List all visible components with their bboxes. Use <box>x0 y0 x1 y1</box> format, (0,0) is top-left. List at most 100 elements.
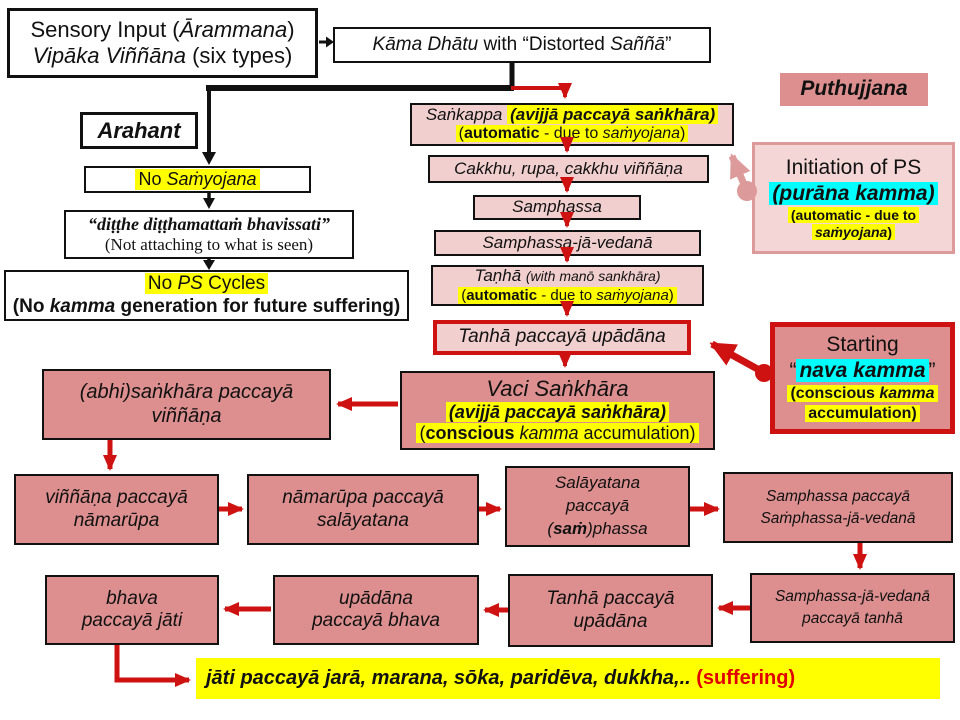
no-ps-l2a: (No <box>12 295 50 317</box>
salbox-l3a: ( <box>547 518 554 538</box>
kama-dhatu-box: Kāma Dhātu with “Distorted Saññā” <box>333 27 711 63</box>
vaci-l3b: conscious <box>425 423 515 444</box>
starting-l4: accumulation) <box>805 405 920 423</box>
arrow-to-no-ps-head <box>203 260 215 270</box>
sankappa-l2c: - due to <box>539 125 603 143</box>
salbox-l3c: )phassa <box>587 518 648 538</box>
tanha-l2b: automatic <box>466 287 538 305</box>
kama-a: Kāma Dhātu <box>372 33 479 55</box>
vpn-l1: viññāṇa paccayā <box>45 487 188 509</box>
sjvpt-l2: paccayā tanhā <box>802 610 903 627</box>
puthujjana-badge: Puthujjana <box>780 73 928 106</box>
sensory-l1b: Ārammana <box>179 17 288 43</box>
salayatana-paccaya-phassa-box: Salāyatana paccayā (saṁ)phassa <box>505 466 690 547</box>
starting-l3a: (conscious <box>790 385 880 403</box>
no-ps-l1a: No <box>147 273 178 295</box>
suffering-red-text: (suffering) <box>696 666 796 689</box>
namarupa-paccaya-salayatana-box: nāmarūpa paccayā salāyatana <box>247 474 479 545</box>
starting-l3b: kamma <box>879 385 935 403</box>
bpj-l1: bhava <box>106 587 158 609</box>
upb-l1: upādāna <box>339 587 413 609</box>
sankappa-l2a: ( <box>458 125 464 143</box>
sensory-l2a: Vipāka Viññāna <box>32 43 193 68</box>
initiation-l4a: saṁyojana <box>814 223 888 240</box>
sensory-l1c: ) <box>287 17 295 43</box>
spv-l2: Saṁphassa-jā-vedanā <box>760 509 916 527</box>
ditthe-quote-box: “diṭṭhe diṭṭhamattaṁ bhavissati” (Not at… <box>64 210 354 259</box>
abhi-l1: (abhi)saṅkhāra paccayā <box>79 380 294 403</box>
no-ps-l2c: generation for future suffering) <box>115 295 401 317</box>
arrow-kama-to-sankappa <box>511 83 572 99</box>
tanha-l2a: ( <box>461 287 467 305</box>
vaci-l3d: kamma <box>519 423 579 444</box>
no-samyojana-box: No Saṁyojana <box>84 166 311 193</box>
initiation-of-ps-box: Initiation of PS (purāna kamma) (automat… <box>752 142 955 254</box>
tanha-l2c: - due to <box>537 287 597 305</box>
starting-l2a: “ <box>789 359 797 382</box>
no-samyojana-b: Saṁyojana <box>166 168 257 189</box>
starting-l1: Starting <box>826 332 899 356</box>
vaci-l3a: ( <box>419 423 426 444</box>
tanha-paccaya-upadana-highlight-box: Tanhā paccayā upādāna <box>433 320 691 355</box>
abhisankhara-paccaya-vinnana-box: (abhi)saṅkhāra paccayā viññāṇa <box>42 369 331 440</box>
tanha-paccaya-upadana-label: Tanhā paccayā upādāna <box>458 326 666 348</box>
samphassa-ja-vedana-box: Samphassa-jā-vedanā <box>434 230 701 256</box>
bhava-paccaya-jati-box: bhava paccayā jāti <box>45 575 219 645</box>
vaci-l1: Vaci Saṅkhāra <box>486 376 629 402</box>
bpj-l2: paccayā jāti <box>81 610 183 631</box>
arahant-label: Arahant <box>97 117 181 143</box>
upb-l2: paccayā bhava <box>312 610 440 631</box>
nps2-l1: nāmarūpa paccayā <box>282 487 444 509</box>
abhi-l2: viññāṇa <box>151 404 222 427</box>
arrow-jati-to-suffering <box>114 645 191 687</box>
no-ps-l1c: Cycles <box>202 273 266 295</box>
tpu2-l1: Tanhā paccayā <box>546 588 675 610</box>
ditthe-l1: “diṭṭhe diṭṭhamattaṁ bhavissati” <box>87 213 331 234</box>
arrow-starting-to-upadana <box>709 340 765 376</box>
tanha-box: Taṇhā (with manō sankhāra) (automatic - … <box>431 265 704 306</box>
sensory-l1a: Sensory Input ( <box>30 17 180 43</box>
sensory-l2b: (six types) <box>192 43 293 68</box>
initiation-l1: Initiation of PS <box>785 156 922 180</box>
cakkhu-box: Cakkhu, rupa, cakkhu viññāṇa <box>428 155 709 183</box>
tanha-l2d: saṁyojana <box>596 287 669 305</box>
vaci-l2: (avijjā paccayā saṅkhāra) <box>445 402 670 423</box>
tanha-l1a: Taṇhā <box>474 266 526 286</box>
cakkhu-label: Cakkhu, rupa, cakkhu viññāṇa <box>454 158 683 178</box>
no-samyojana-a: No <box>138 168 167 189</box>
arrow-to-no-samyojana-head <box>202 152 216 165</box>
nps2-l2: salāyatana <box>317 509 409 531</box>
no-ps-cycles-box: No PS Cycles (No kamma generation for fu… <box>4 270 409 321</box>
kama-c: Saññā <box>610 33 666 55</box>
initiation-l2: (purāna kamma) <box>769 181 938 205</box>
tanha-paccaya-upadana-cycle-box: Tanhā paccayā upādāna <box>508 574 713 647</box>
puthujjana-label: Puthujjana <box>800 77 908 101</box>
suffering-banner: jāti paccayā jarā, marana, sōka, paridēv… <box>196 658 940 699</box>
tanha-l1b: (with manō sankhāra) <box>525 268 661 285</box>
initiation-l4b: ) <box>887 223 893 240</box>
tpu2-l2: upādāna <box>573 610 648 632</box>
samphassa-label: Samphassa <box>512 197 602 217</box>
sankappa-l1b: (avijjā paccayā saṅkhāra) <box>507 105 719 125</box>
arrow-to-ditthe-head <box>203 198 215 209</box>
initiation-l3: (automatic - due to <box>787 206 920 223</box>
sankappa-l1a: Saṅkappa <box>425 105 508 125</box>
no-ps-l2b: kamma <box>49 295 116 317</box>
sjvpt-l1: Samphassa-jā-vedanā <box>774 588 931 606</box>
sensory-input-box: Sensory Input (Ārammana) Vipāka Viññāna … <box>7 8 318 78</box>
spv-l1: Samphassa paccayā <box>766 487 910 505</box>
kama-b: with “Distorted <box>478 33 611 55</box>
upadana-paccaya-bhava-box: upādāna paccayā bhava <box>273 575 479 645</box>
salbox-l2: paccayā <box>565 496 630 516</box>
vedana-paccaya-tanha-box: Samphassa-jā-vedanā paccayā tanhā <box>750 573 955 643</box>
starting-l2c: ” <box>928 359 936 382</box>
salbox-l1: Salāyatana <box>554 473 641 493</box>
vaci-sankhara-box: Vaci Saṅkhāra (avijjā paccayā saṅkhāra) … <box>400 371 715 450</box>
samphassa-ja-vedana-label: Samphassa-jā-vedanā <box>482 232 653 252</box>
samphassa-box: Samphassa <box>473 195 641 220</box>
arahant-box: Arahant <box>80 112 198 149</box>
arrow-initiation-to-sankappa <box>728 153 751 191</box>
no-ps-l1b: PS <box>177 273 203 295</box>
vinnana-paccaya-namarupa-box: viññāṇa paccayā nāmarūpa <box>14 474 219 545</box>
